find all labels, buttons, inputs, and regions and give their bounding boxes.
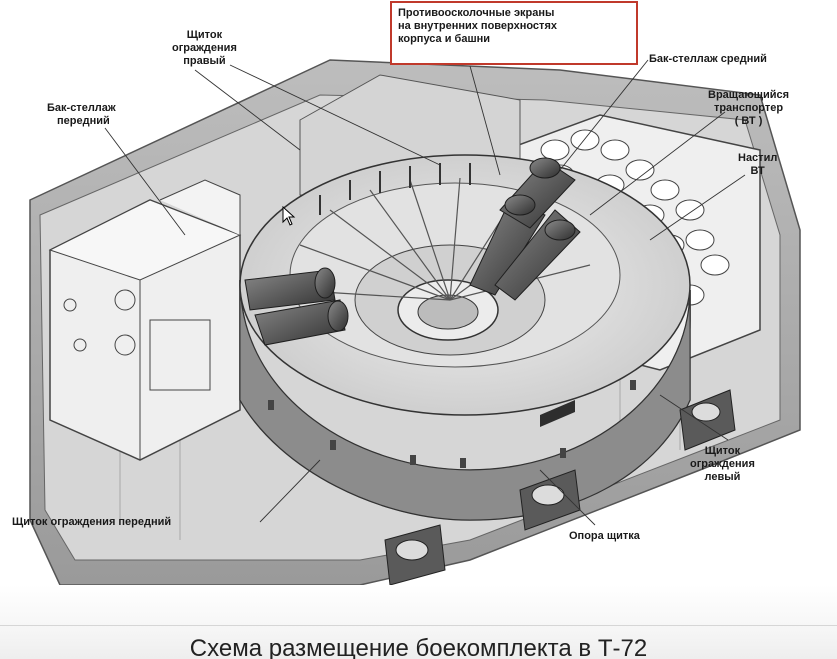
callout-anti-fragment-screens: Противоосколочные экраны на внутренних п…: [390, 1, 638, 65]
label-rotating-conveyor: Вращающийся транспортер ( ВТ ): [708, 89, 790, 127]
caption-divider: [0, 625, 837, 626]
label-front-shield: Щиток ограждения передний: [12, 516, 172, 528]
diagram-panel: Бак-стеллаж передний Щиток ограждения пр…: [12, 1, 801, 585]
front-rack-tank: [48, 179, 242, 461]
t72-ammo-diagram: [29, 59, 801, 585]
caption-band: Схема размещение боекомплекта в Т-72: [0, 585, 837, 659]
leader-lines: [104, 59, 746, 526]
shell-hooks: [319, 163, 471, 215]
label-front-rack-tank: Бак-стеллаж передний: [47, 102, 116, 127]
shield-supports: [384, 389, 736, 585]
label-conveyor-floor: Настил ВТ: [738, 152, 778, 177]
label-left-shield: Щиток ограждения левый: [690, 445, 755, 483]
label-right-shield: Щиток ограждения правый: [172, 29, 237, 67]
mouse-cursor-icon: [282, 206, 296, 226]
rotating-conveyor: [239, 154, 691, 521]
diagram-caption: Схема размещение боекомплекта в Т-72: [189, 635, 648, 659]
ammo-cassettes: [244, 157, 581, 346]
label-shield-support: Опора щитка: [569, 530, 640, 542]
label-middle-rack-tank: Бак-стеллаж средний: [649, 53, 767, 65]
